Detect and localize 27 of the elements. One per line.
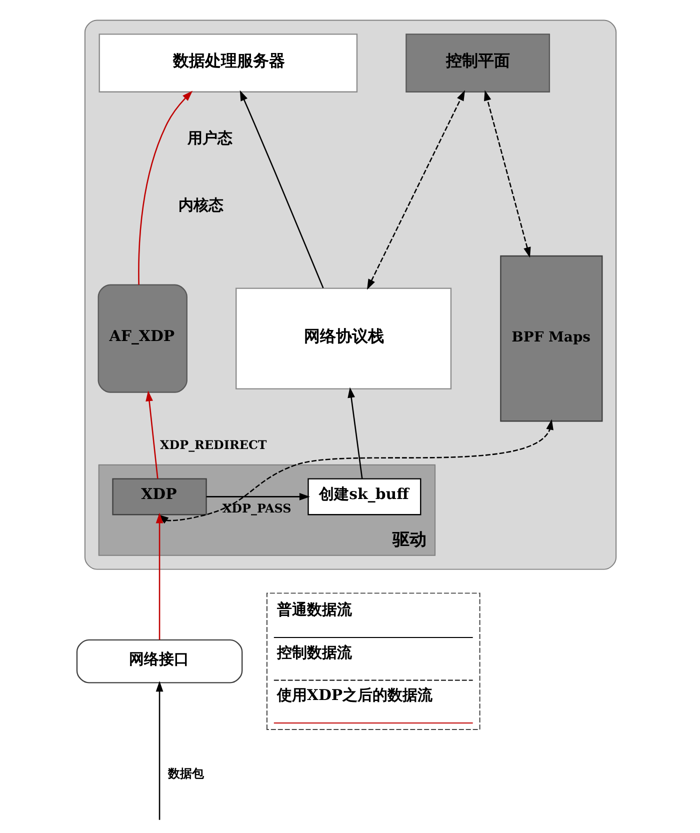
label: 内核态	[178, 196, 223, 214]
edge-label: XDP_PASS	[222, 502, 291, 516]
label: 用户态	[186, 129, 232, 148]
arrow	[484, 90, 530, 258]
node-box: XDP	[112, 478, 206, 516]
arrow	[366, 90, 464, 290]
arrow	[145, 390, 158, 479]
node-box: 控制平面	[405, 34, 550, 92]
legend-label: 控制数据流	[276, 643, 352, 662]
node-box: 数据处理服务器	[98, 34, 358, 92]
arrow	[138, 90, 192, 285]
arrow	[155, 512, 163, 640]
arrow	[239, 90, 324, 288]
arrow	[347, 387, 362, 479]
node-box: AF_XDP	[97, 284, 187, 393]
cluster	[84, 20, 616, 570]
node-box: 网络接口	[76, 639, 242, 684]
node-box: 网络协议栈	[235, 288, 452, 390]
arrow	[206, 493, 310, 500]
edge-label: XDP_REDIRECT	[160, 438, 266, 452]
node-box: BPF Maps	[500, 255, 602, 422]
arrow	[155, 681, 163, 820]
edge-label: 数据包	[167, 766, 204, 780]
legend-label: 使用XDP之后的数据流	[276, 686, 432, 704]
legend-label: 普通数据流	[276, 600, 352, 619]
node-box: 创建sk_buff	[307, 478, 421, 516]
arrow	[157, 419, 553, 524]
